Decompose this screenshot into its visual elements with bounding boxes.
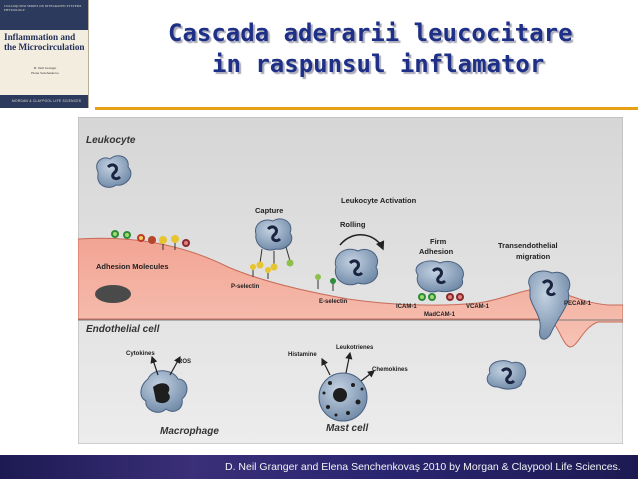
label-pecam: PECAM-1 [564,301,592,307]
macrophage-cell [140,355,188,413]
label-adhesion-molecules: Adhesion Molecules [96,262,169,271]
mast-cell [318,351,375,422]
label-e-selectin: E-selectin [319,299,348,305]
e-selectin-molecules [315,274,336,291]
adhesion-molecules-cluster [111,230,190,250]
label-leukocyte-activation: Leukocyte Activation [341,196,417,205]
label-rolling: Rolling [340,220,366,229]
label-leukotrienes: Leukotrienes [336,345,374,351]
label-histamine: Histamine [288,352,317,358]
transmigrating-leukocyte [528,270,571,340]
label-transendothelial-1: Transendothelial [498,241,558,250]
label-transendothelial-2: migration [516,252,551,261]
label-firm-adhesion-2: Adhesion [419,247,454,256]
label-vcam: VCAM-1 [466,304,490,310]
endothelial-nucleus [95,285,131,303]
leukocyte-adhesion-cascade-diagram: Leukocyte Leukocyte Activation Capture R… [78,117,623,444]
footer-bar: D. Neil Granger and Elena Senchenkovaş 2… [0,455,638,479]
label-endothelial-cell: Endothelial cell [86,324,160,335]
cover-authors: D. Neil Granger Elena Senchenkova [31,66,59,75]
label-capture: Capture [255,206,283,215]
label-madcam: MadCAM-1 [424,312,456,318]
label-ros: ROS [178,359,191,365]
label-p-selectin: P-selectin [231,284,260,290]
cover-publisher: MORGAN & CLAYPOOL LIFE SCIENCES [12,99,82,103]
cover-series-text: COLLOQUIUM SERIES ON INTEGRATED SYSTEMS … [4,4,82,12]
label-chemokines: Chemokines [372,367,408,373]
label-macrophage: Macrophage [160,426,219,437]
slide-title: Cascada aderarii leucocitare in raspunsu… [150,18,620,80]
label-cytokines: Cytokines [126,351,155,357]
cover-top-band [0,0,88,30]
label-firm-adhesion-1: Firm [430,237,447,246]
slide-title-line-1: Cascada aderarii leucocitare [168,19,573,47]
firm-adhesion-leukocyte [415,260,464,301]
cover-title: Inflammation and the Microcirculation [4,32,85,52]
leukocyte-cell [96,155,132,188]
title-underline [95,107,638,110]
footer-credit: D. Neil Granger and Elena Senchenkovaş 2… [225,461,621,473]
rolling-leukocyte [334,234,385,286]
book-cover: COLLOQUIUM SERIES ON INTEGRATED SYSTEMS … [0,0,89,108]
lower-leukocyte [486,360,527,390]
label-leukocyte: Leukocyte [86,135,136,146]
cover-bottom-band [0,95,88,108]
slide-title-line-2: in raspunsul inflamator [212,50,545,78]
p-selectin-molecules [250,264,271,279]
endothelium-layer [78,237,623,348]
capture-leukocyte [254,218,294,271]
label-icam: ICAM-1 [396,304,417,310]
label-mast-cell: Mast cell [326,423,368,434]
